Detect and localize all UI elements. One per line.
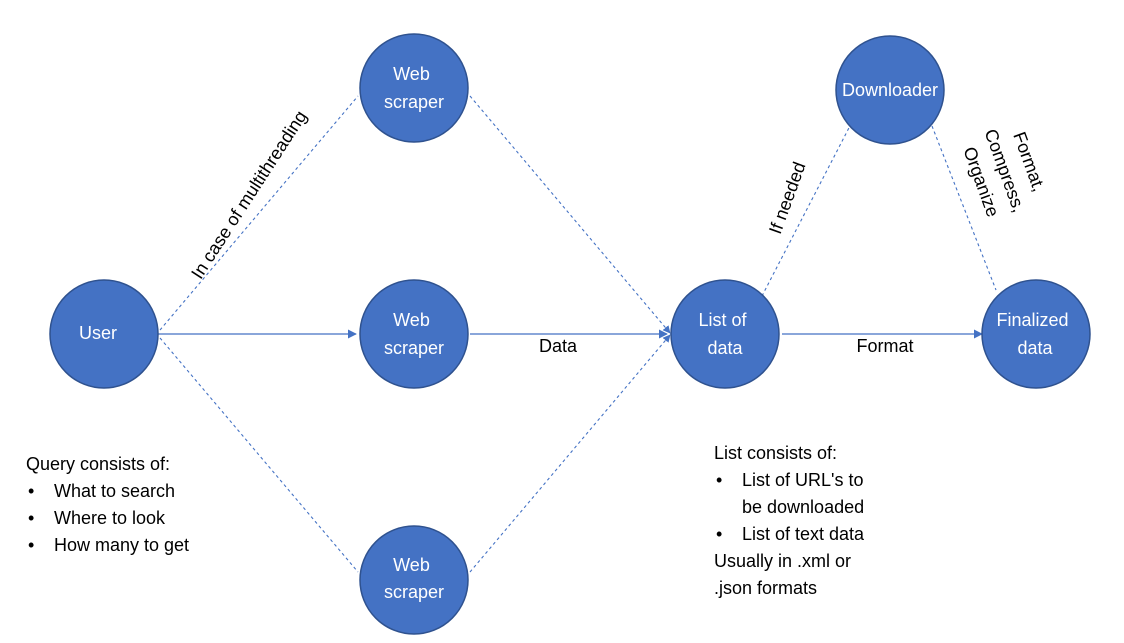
svg-text:Downloader: Downloader bbox=[842, 80, 938, 100]
edge-bottom-scraper-to-list bbox=[469, 334, 671, 573]
edge-downloader-to-finalized bbox=[931, 125, 997, 291]
list-note-footer-line-1: Usually in .xml or bbox=[714, 551, 852, 571]
query-note-list: What to search Where to look How many to… bbox=[26, 478, 286, 559]
format-compress-organize-label: Format, Compress, Organize bbox=[956, 117, 1055, 228]
web-scraper-top-label-line-1: Web bbox=[393, 64, 430, 84]
list-of-data-node: List of data bbox=[670, 279, 780, 389]
data-edge-label: Data bbox=[539, 336, 578, 356]
svg-text:Finalized data: Finalized data bbox=[996, 310, 1073, 358]
web-scraper-middle-label-line-2: scraper bbox=[384, 338, 444, 358]
list-note-item: List of text data bbox=[714, 521, 974, 548]
query-note-item: Where to look bbox=[26, 505, 286, 532]
web-scraper-middle-node: Web scraper bbox=[359, 279, 469, 389]
list-note-item: List of URL's to be downloaded bbox=[714, 467, 974, 521]
query-note: Query consists of: What to search Where … bbox=[26, 451, 286, 559]
finalized-data-label-line-1: Finalized bbox=[996, 310, 1068, 330]
downloader-label: Downloader bbox=[842, 80, 938, 100]
format-edge-label: Format bbox=[856, 336, 913, 356]
web-scraper-middle-label-line-1: Web bbox=[393, 310, 430, 330]
user-node-label: User bbox=[79, 323, 117, 343]
web-scraper-top-node: Web scraper bbox=[359, 33, 469, 143]
list-note-heading: List consists of: bbox=[714, 443, 838, 463]
svg-text:Web scraper: Web scraper bbox=[384, 310, 444, 358]
list-note-item-line: List of URL's to bbox=[742, 470, 864, 490]
if-needed-label: If needed bbox=[765, 159, 809, 236]
list-note-list: List of URL's to be downloaded List of t… bbox=[714, 467, 974, 548]
list-note: List consists of: List of URL's to be do… bbox=[714, 440, 974, 602]
web-scraper-bottom-label-line-1: Web bbox=[393, 555, 430, 575]
multithreading-label: In case of multithreading bbox=[187, 107, 311, 282]
web-scraper-bottom-label-line-2: scraper bbox=[384, 582, 444, 602]
svg-text:Web scraper: Web scraper bbox=[384, 555, 444, 602]
list-note-item-line: List of text data bbox=[742, 524, 865, 544]
list-note-item-line: be downloaded bbox=[742, 497, 865, 517]
user-node: User bbox=[49, 279, 159, 389]
list-note-footer-line-2: .json formats bbox=[714, 578, 818, 598]
query-note-item: How many to get bbox=[26, 532, 286, 559]
web-scraper-bottom-node: Web scraper bbox=[359, 525, 469, 635]
svg-text:Web scraper: Web scraper bbox=[384, 64, 444, 112]
svg-text:User: User bbox=[79, 323, 117, 343]
query-note-heading: Query consists of: bbox=[26, 454, 171, 474]
svg-text:List of data: List of data bbox=[698, 310, 751, 358]
edge-user-to-top-scraper bbox=[159, 95, 359, 331]
finalized-data-node: Finalized data bbox=[981, 279, 1091, 389]
web-scraper-top-label-line-2: scraper bbox=[384, 92, 444, 112]
edge-list-to-downloader bbox=[761, 121, 853, 297]
list-of-data-label-line-1: List of bbox=[698, 310, 747, 330]
finalized-data-label-line-2: data bbox=[1017, 338, 1053, 358]
query-note-item: What to search bbox=[26, 478, 286, 505]
downloader-node: Downloader bbox=[835, 35, 945, 145]
list-of-data-label-line-2: data bbox=[707, 338, 743, 358]
edge-top-scraper-to-list bbox=[469, 95, 671, 334]
